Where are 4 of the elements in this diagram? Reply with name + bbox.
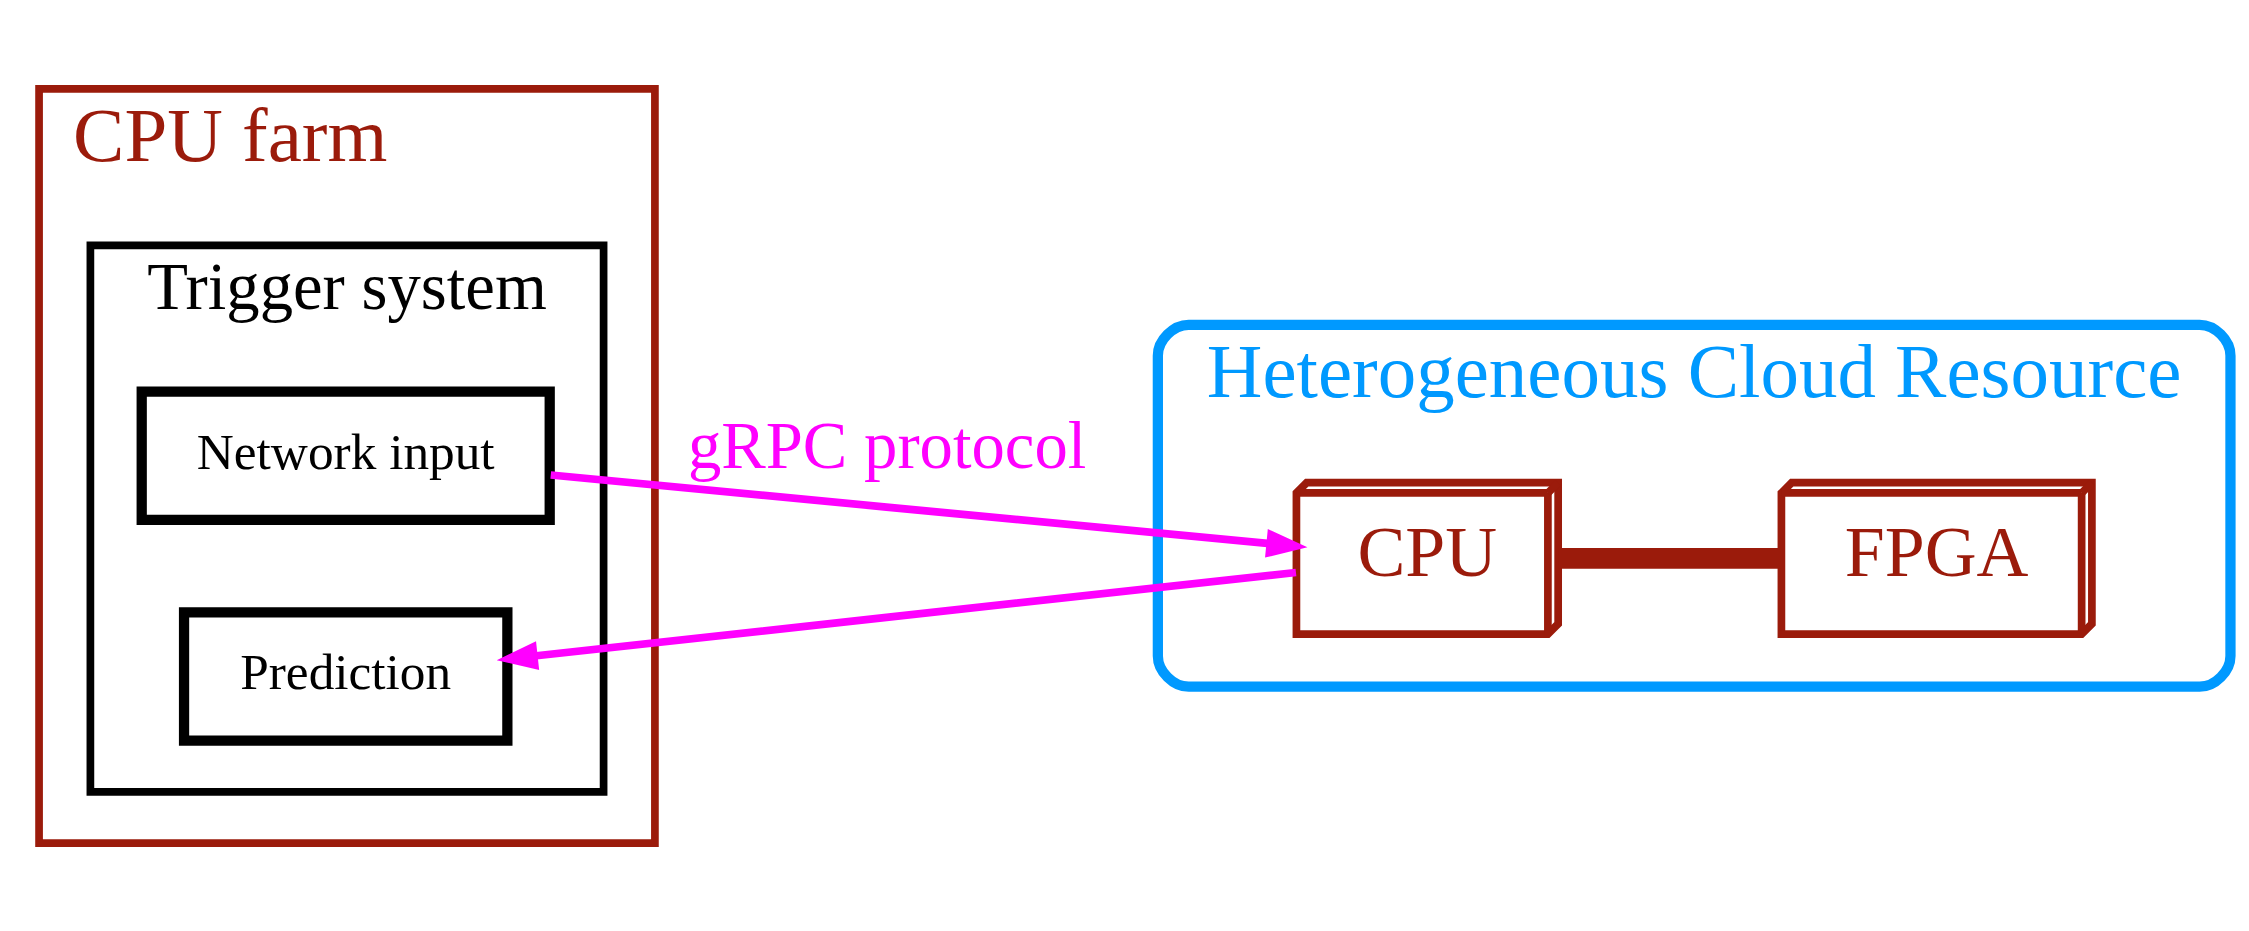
node-box: Network input: [136, 385, 555, 525]
arrow: [496, 568, 1297, 670]
node-box: Prediction: [178, 606, 513, 746]
edge-label: gRPC protocol: [687, 408, 1087, 482]
